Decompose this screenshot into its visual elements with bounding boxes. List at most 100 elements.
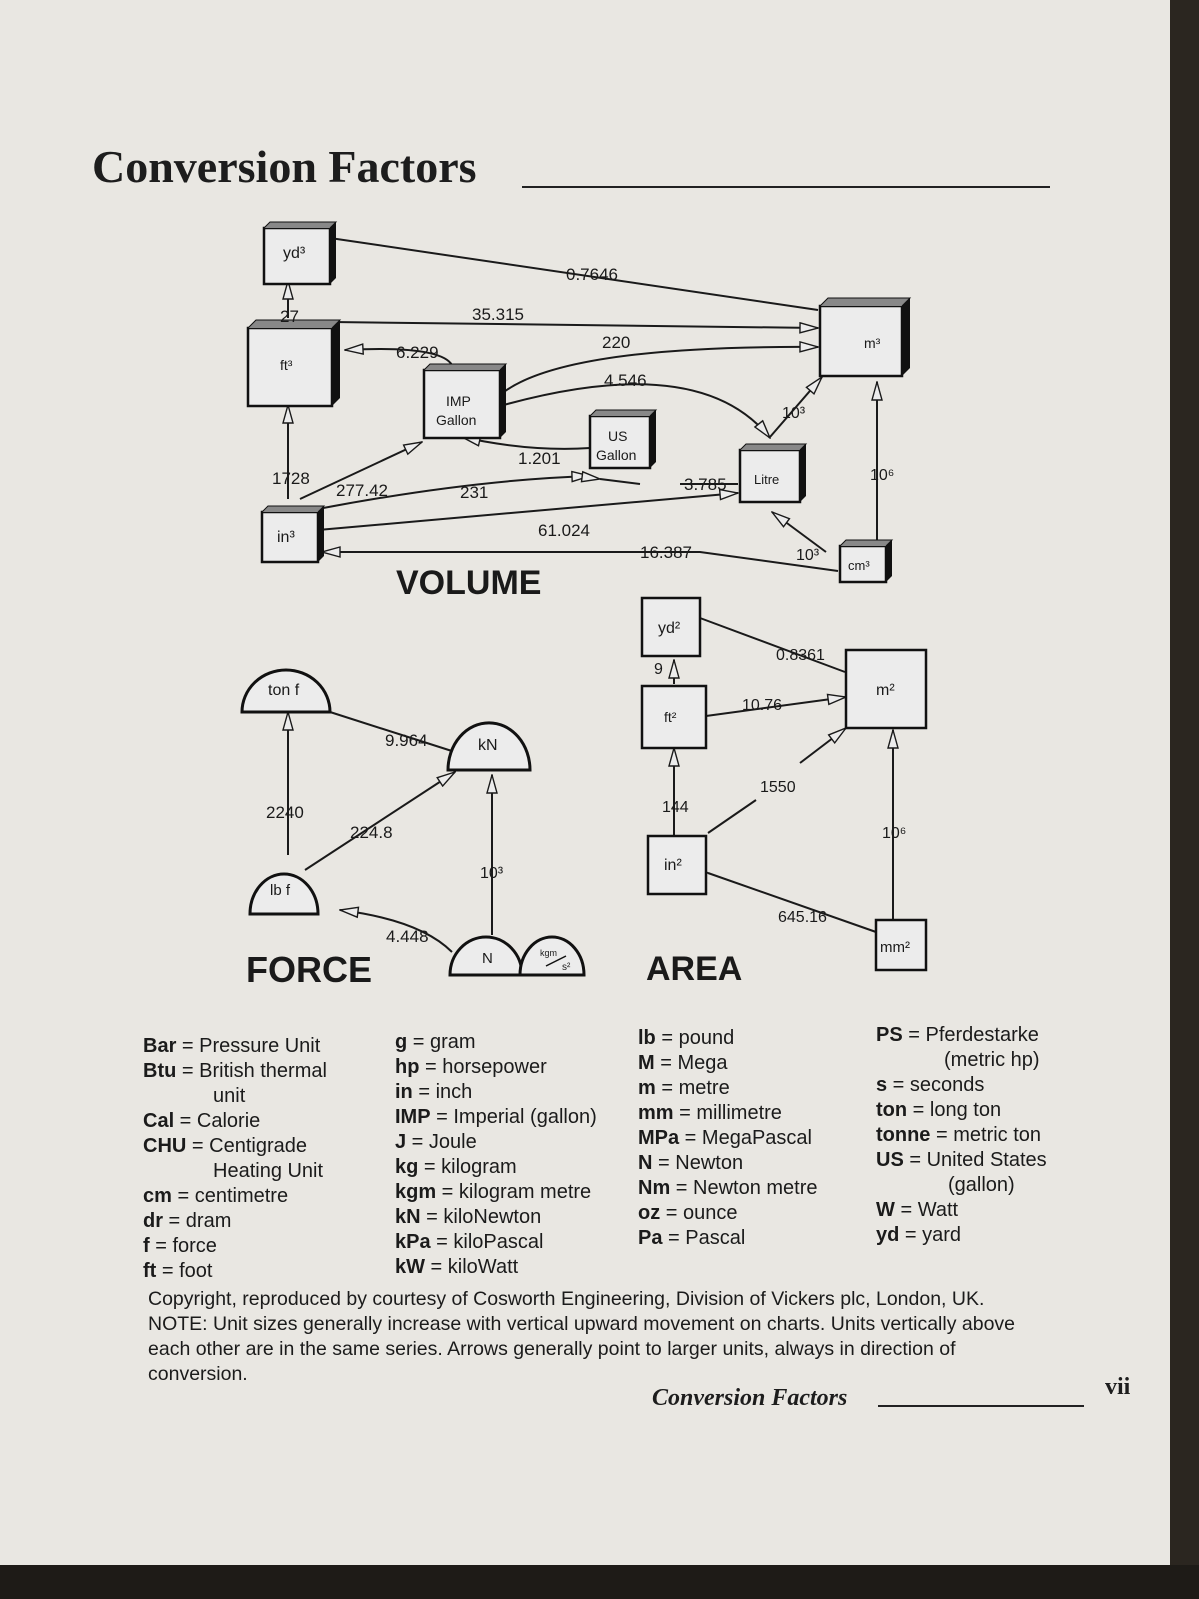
unit-imp-1: IMP bbox=[446, 393, 471, 409]
legend-entry: Nm = Newton metre bbox=[638, 1177, 818, 1199]
unit-us-1: US bbox=[608, 428, 627, 444]
box-in2: in² bbox=[646, 834, 708, 896]
factor-label: 0.7646 bbox=[566, 265, 618, 284]
conn-us-litre-arrow bbox=[600, 479, 641, 485]
box-m3: m³ bbox=[818, 297, 912, 378]
factor-label: 220 bbox=[602, 333, 630, 352]
factor-label: 9.964 bbox=[385, 731, 428, 750]
legend-entry: MPa = MegaPascal bbox=[638, 1127, 812, 1149]
factor-label: 3.785 bbox=[684, 475, 727, 494]
unit-m3: m³ bbox=[864, 335, 881, 351]
legend-entry: dr = dram bbox=[143, 1210, 232, 1232]
legend-entry: s = seconds bbox=[876, 1074, 985, 1096]
box-us-gallon: US Gallon bbox=[588, 409, 658, 470]
legend-entry: yd = yard bbox=[876, 1224, 962, 1246]
unit-N: N bbox=[482, 950, 493, 967]
legend-entry-cont: Heating Unit bbox=[213, 1160, 324, 1182]
section-volume: VOLUME bbox=[396, 564, 541, 602]
conn-in3-us bbox=[317, 476, 590, 510]
conn-ft3-m3 bbox=[331, 321, 818, 328]
legend-entry: Pa = Pascal bbox=[638, 1227, 746, 1249]
legend-entry: CHU = Centigrade bbox=[143, 1135, 307, 1157]
legend-entry: g = gram bbox=[395, 1031, 476, 1053]
dome-N: N bbox=[448, 935, 524, 977]
legend-entry: N = Newton bbox=[638, 1152, 744, 1174]
conn-litre-m3 bbox=[769, 377, 822, 438]
conn-imp-litre bbox=[499, 383, 770, 438]
conn-tonf-kN bbox=[330, 712, 456, 753]
legend-col-3: lb = pound M = Mega m = metre mm = milli… bbox=[638, 1026, 818, 1251]
conn-in2-m2 bbox=[707, 728, 846, 834]
unit-ft3: ft³ bbox=[280, 357, 293, 373]
page-title: Conversion Factors bbox=[92, 141, 477, 192]
unit-kgm-num: kgm bbox=[540, 948, 557, 958]
legend-entry: hp = horsepower bbox=[395, 1056, 547, 1078]
legend-entry: W = Watt bbox=[876, 1199, 959, 1221]
factor-label: 10⁶ bbox=[870, 467, 894, 484]
note-text: NOTE: Unit sizes generally increase with… bbox=[148, 1313, 1016, 1385]
factor-label: 4.448 bbox=[386, 927, 429, 946]
copyright-text: Copyright, reproduced by courtesy of Cos… bbox=[148, 1288, 985, 1310]
unit-cm3: cm³ bbox=[848, 558, 870, 573]
legend-entry: kPa = kiloPascal bbox=[395, 1231, 544, 1253]
legend-entry: Bar = Pressure Unit bbox=[143, 1035, 321, 1057]
legend-col-1: Bar = Pressure Unit Btu = British therma… bbox=[143, 1034, 327, 1284]
conn-in3-imp bbox=[299, 442, 422, 500]
box-yd3: yd³ bbox=[262, 221, 338, 286]
box-imp-gallon: IMP Gallon bbox=[422, 363, 508, 440]
unit-ft2: ft² bbox=[664, 709, 677, 725]
section-area: AREA bbox=[646, 950, 742, 988]
unit-kN: kN bbox=[478, 737, 498, 754]
legend-entry: m = metre bbox=[638, 1077, 730, 1099]
legend-entry: tonne = metric ton bbox=[876, 1124, 1042, 1146]
factor-label: 0.8361 bbox=[776, 647, 825, 664]
legend-entry: M = Mega bbox=[638, 1052, 728, 1074]
legend-entry: oz = ounce bbox=[638, 1202, 738, 1224]
conn-us-imp bbox=[462, 437, 591, 450]
legend-entry: ft = foot bbox=[143, 1260, 213, 1282]
title-rule bbox=[522, 186, 1050, 188]
box-litre: Litre bbox=[738, 443, 808, 504]
legend-entry: lb = pound bbox=[638, 1027, 735, 1049]
factor-label: 1550 bbox=[760, 779, 796, 796]
page-number: vii bbox=[1105, 1374, 1131, 1400]
factor-label: 1.201 bbox=[518, 449, 561, 468]
conn-yd2-m2 bbox=[700, 618, 846, 673]
table-surface bbox=[0, 1565, 1199, 1599]
conn-lbf-kN bbox=[304, 772, 455, 871]
dome-kgm-s2: kgm s² bbox=[518, 935, 586, 977]
unit-yd3: yd³ bbox=[283, 245, 306, 262]
conn-lbf-N bbox=[340, 910, 453, 953]
factor-label: 4.546 bbox=[604, 371, 647, 390]
legend-entry-cont: (metric hp) bbox=[944, 1049, 1040, 1071]
legend-entry: J = Joule bbox=[395, 1131, 477, 1153]
factor-label: 10³ bbox=[796, 547, 820, 564]
factor-label: 61.024 bbox=[538, 521, 590, 540]
factor-label: 1728 bbox=[272, 469, 310, 488]
factor-label: 6.229 bbox=[396, 343, 439, 362]
unit-in3: in³ bbox=[277, 529, 295, 546]
legend-col-4: PS = Pferdestarke (metric hp) s = second… bbox=[876, 1023, 1047, 1248]
conn-ft2-m2 bbox=[705, 697, 846, 717]
conversion-diagram: yd³ ft³ IMP Gallon US Gallon Litre m³ in… bbox=[240, 221, 928, 990]
box-in3: in³ bbox=[260, 505, 326, 564]
conn-in2-mm2 bbox=[708, 873, 877, 933]
unit-yd2: yd² bbox=[658, 620, 681, 637]
legend-entry: kg = kilogram bbox=[395, 1156, 517, 1178]
legend-col-2: g = gram hp = horsepower in = inch IMP =… bbox=[395, 1030, 597, 1280]
legend-entry: IMP = Imperial (gallon) bbox=[395, 1106, 597, 1128]
dome-lb-f: lb f bbox=[248, 872, 320, 916]
legend-entry: mm = millimetre bbox=[638, 1102, 782, 1124]
unit-litre: Litre bbox=[754, 472, 779, 487]
unit-lb-f: lb f bbox=[270, 882, 291, 899]
legend-entry: US = United States bbox=[876, 1149, 1047, 1171]
factor-label: 645.16 bbox=[778, 909, 827, 926]
footer-title: Conversion Factors bbox=[652, 1385, 848, 1411]
box-ft2: ft² bbox=[640, 684, 708, 750]
legend-entry-cont: unit bbox=[213, 1085, 246, 1107]
legend-entry: kgm = kilogram metre bbox=[395, 1181, 592, 1203]
legend-entry: ton = long ton bbox=[876, 1099, 1002, 1121]
legend-entry-cont: (gallon) bbox=[948, 1174, 1015, 1196]
dome-kN: kN bbox=[446, 721, 532, 772]
box-yd2: yd² bbox=[640, 596, 702, 658]
